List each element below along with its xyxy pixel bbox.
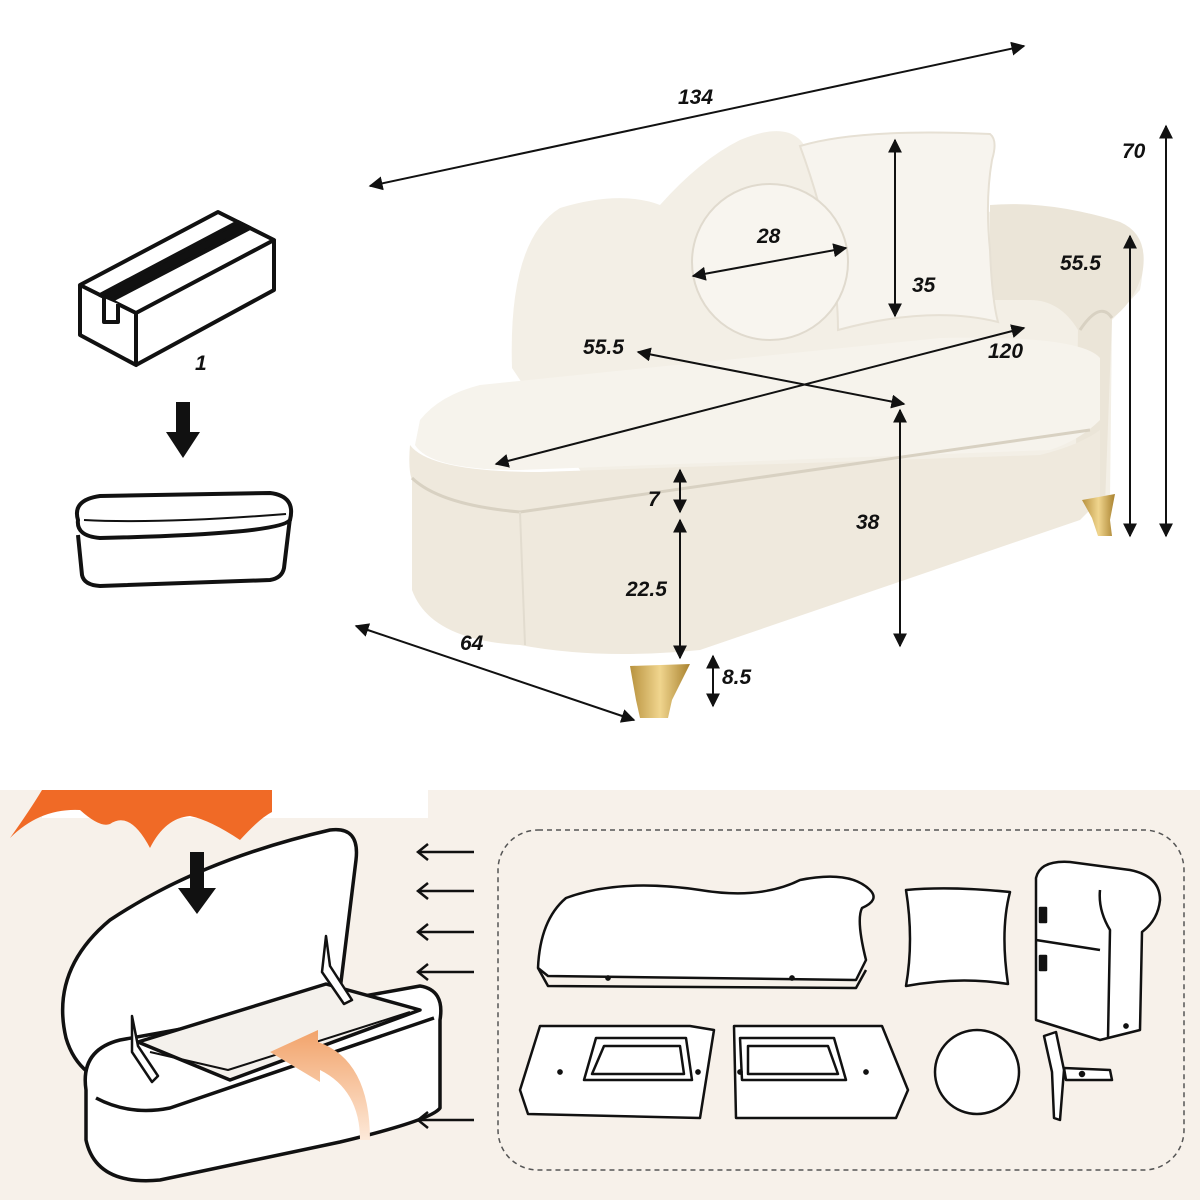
base-part-right xyxy=(732,1024,910,1120)
base-part-left xyxy=(518,1024,716,1120)
storage-ottoman-icon xyxy=(75,491,293,588)
back-leg xyxy=(1082,494,1115,536)
round-pillow-label: 28 xyxy=(756,225,781,248)
storage-and-parts-panel xyxy=(0,790,1200,1200)
base-height-label: 22.5 xyxy=(625,578,667,601)
overall-height-label: 70 xyxy=(1122,140,1146,163)
pointer-arrows xyxy=(415,843,474,1129)
sofa-back-part xyxy=(536,875,875,990)
square-pillow-label: 35 xyxy=(912,274,936,297)
chaise-sofa xyxy=(409,131,1144,718)
orange-accent-shape xyxy=(10,790,272,848)
dimension-diagram: 1 xyxy=(75,41,1173,723)
insert-arrow-icon xyxy=(178,852,216,914)
leg-height-label: 8.5 xyxy=(722,666,752,689)
down-arrow-icon xyxy=(166,402,200,458)
parts-diagram xyxy=(10,790,1185,1183)
arm-height-label: 55.5 xyxy=(1060,252,1101,275)
seat-height-label: 38 xyxy=(856,511,880,534)
overall-depth-label: 64 xyxy=(460,632,484,655)
package-box-icon xyxy=(78,210,276,367)
box-count-label: 1 xyxy=(195,352,207,375)
front-leg xyxy=(630,664,690,718)
overall-length-label: 134 xyxy=(678,86,713,109)
open-storage-ottoman xyxy=(61,827,443,1183)
storage-curve-arrow-icon xyxy=(270,1030,370,1140)
seat-length-label: 120 xyxy=(988,340,1023,363)
round-pillow-part xyxy=(933,1028,1021,1116)
arm-part xyxy=(1034,860,1162,1042)
dimensions-panel: 1 xyxy=(75,41,1173,723)
leg-part xyxy=(1042,1030,1114,1122)
square-pillow-part xyxy=(904,887,1012,988)
cushion-thickness-label: 7 xyxy=(648,488,661,511)
seat-depth-label: 55.5 xyxy=(583,336,624,359)
